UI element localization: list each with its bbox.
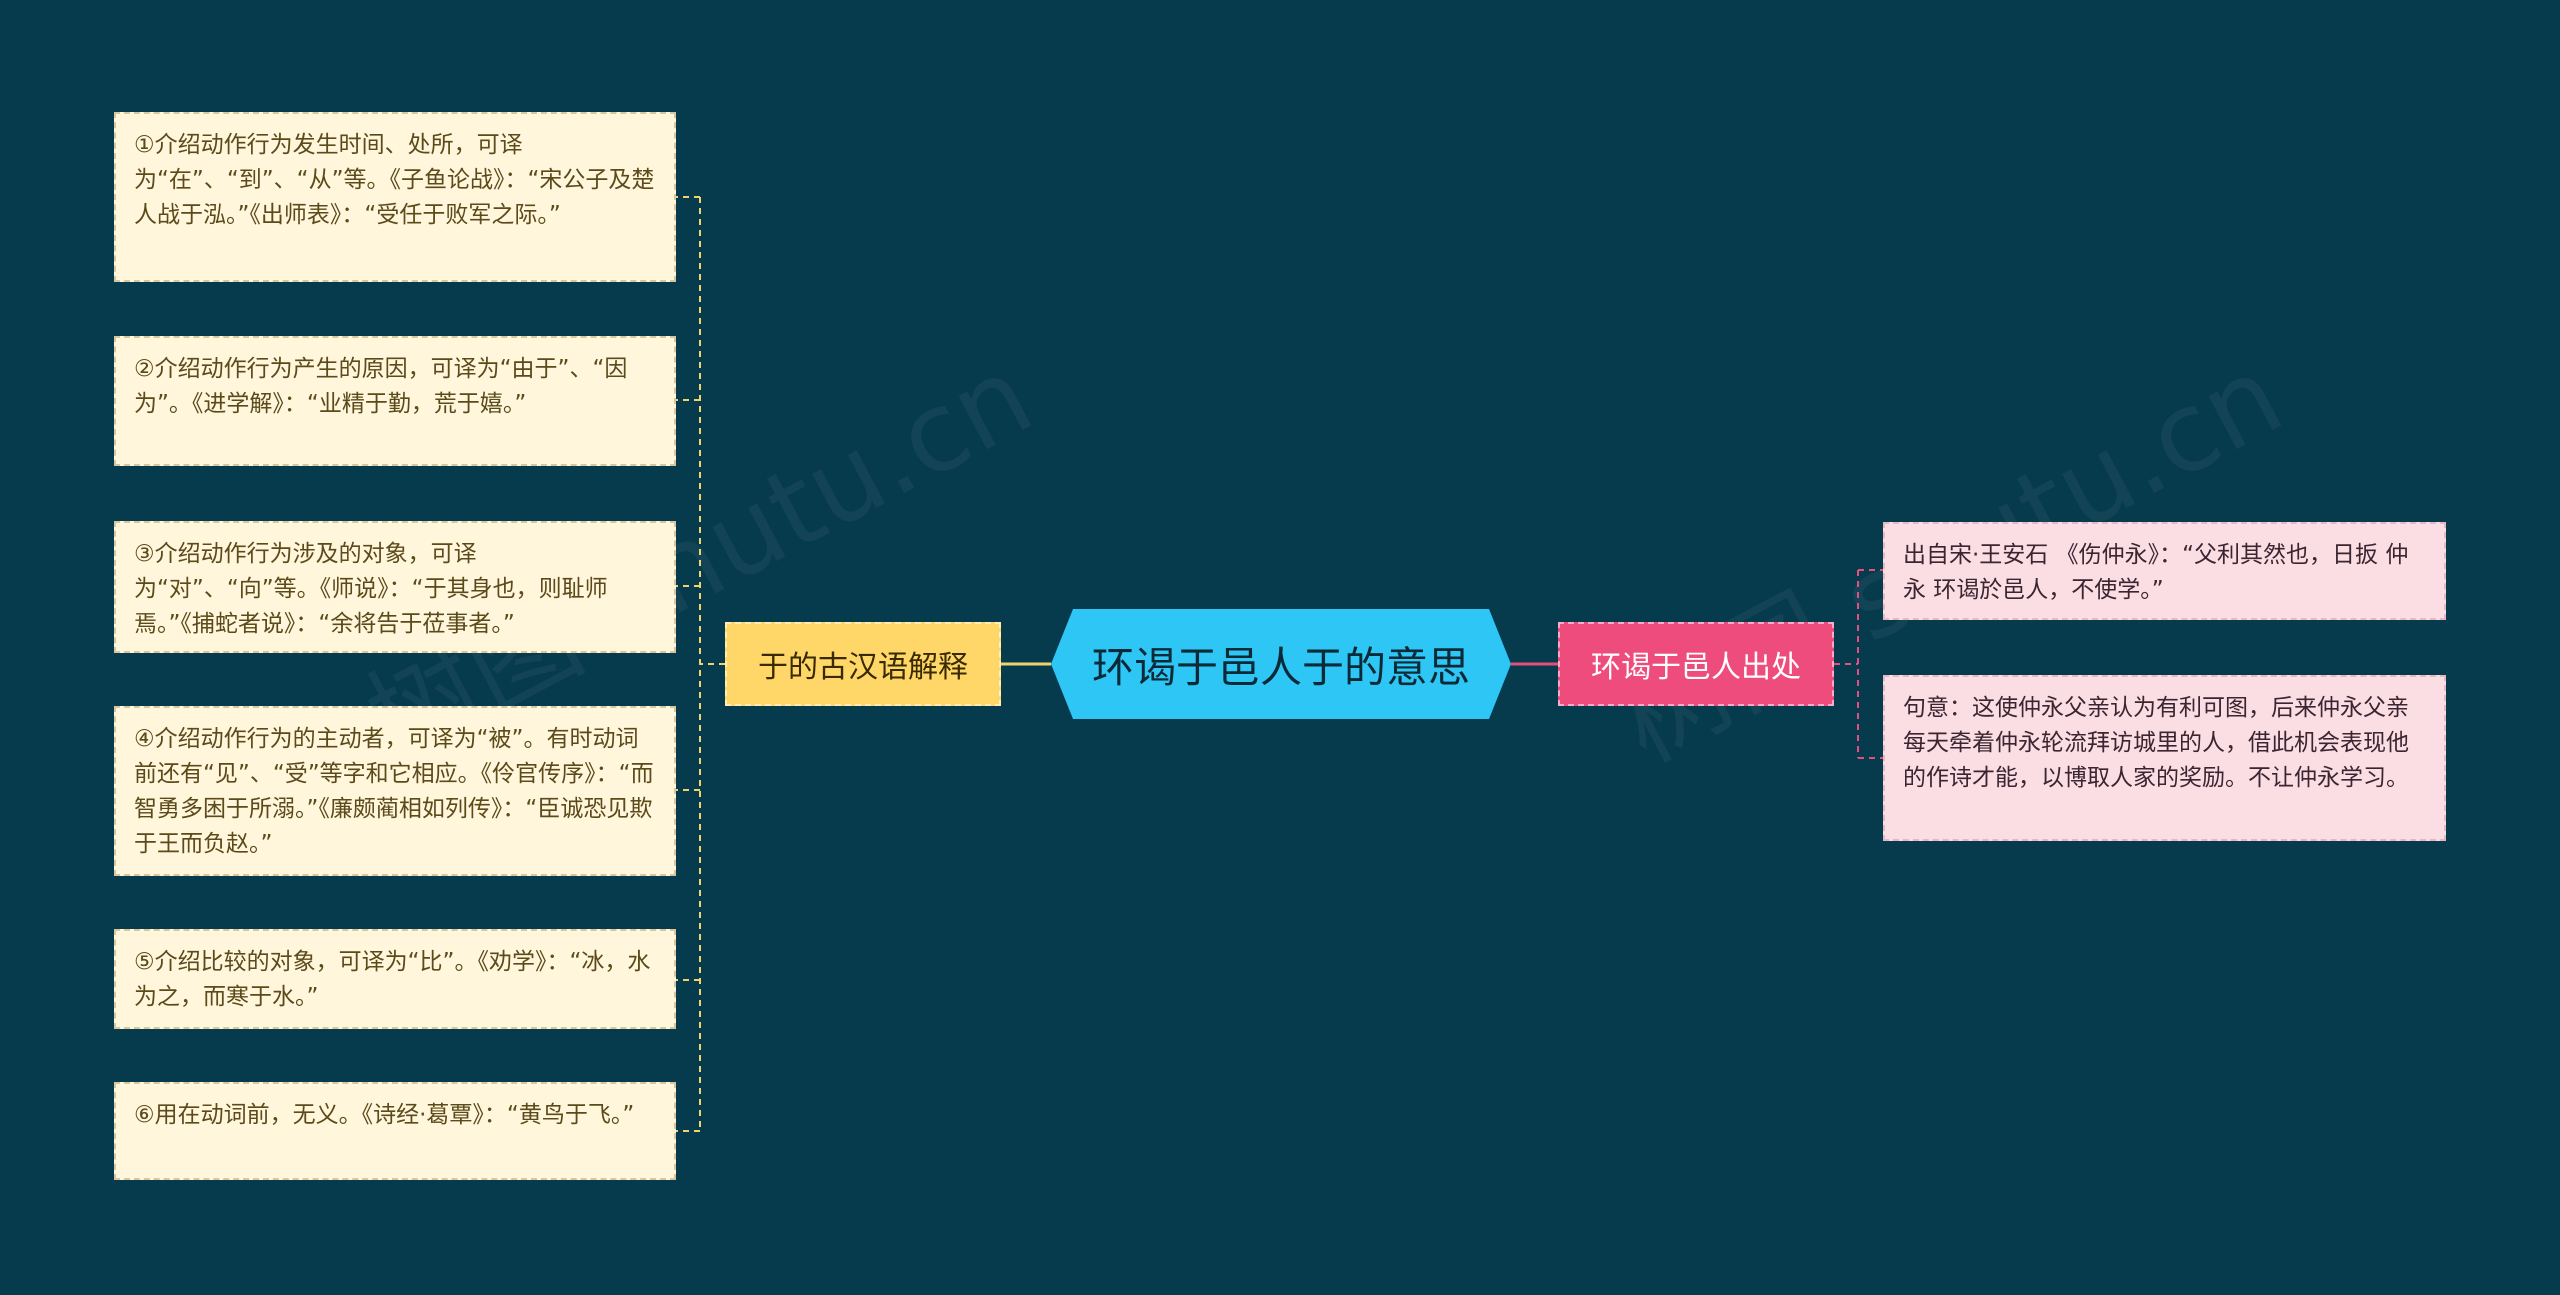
left-leaf-6[interactable]: ⑥用在动词前，无义。《诗经·葛覃》：“黄鸟于飞。” — [114, 1082, 676, 1180]
left-branch-label: 于的古汉语解释 — [758, 650, 968, 685]
left-leaf-3[interactable]: ③介绍动作行为涉及的对象，可译为“对”、“向”等。《师说》：“于其身也，则耻师焉… — [114, 521, 676, 653]
right-branch-label: 环谒于邑人出处 — [1591, 650, 1801, 685]
center-node-label: 环谒于邑人于的意思 — [1091, 642, 1470, 692]
left-leaf-6-text: ⑥用在动词前，无义。《诗经·葛覃》：“黄鸟于飞。” — [134, 1102, 635, 1128]
right-leaf-1-text: 出自宋·王安石 《伤仲永》：“父利其然也，日扳 仲永 环谒於邑人，不使学。” — [1903, 542, 2409, 603]
center-node[interactable]: 环谒于邑人于的意思 — [1051, 609, 1511, 719]
right-leaf-1[interactable]: 出自宋·王安石 《伤仲永》：“父利其然也，日扳 仲永 环谒於邑人，不使学。” — [1883, 522, 2446, 620]
right-leaf-2[interactable]: 句意：这使仲永父亲认为有利可图，后来仲永父亲每天牵着仲永轮流拜访城里的人，借此机… — [1883, 675, 2446, 841]
right-branch-node[interactable]: 环谒于邑人出处 — [1558, 622, 1834, 706]
left-branch-node[interactable]: 于的古汉语解释 — [725, 622, 1001, 706]
left-leaf-5-text: ⑤介绍比较的对象，可译为“比”。《劝学》：“冰，水为之，而寒于水。” — [134, 949, 651, 1010]
left-leaf-3-text: ③介绍动作行为涉及的对象，可译为“对”、“向”等。《师说》：“于其身也，则耻师焉… — [134, 541, 608, 637]
left-leaf-5[interactable]: ⑤介绍比较的对象，可译为“比”。《劝学》：“冰，水为之，而寒于水。” — [114, 929, 676, 1029]
left-leaf-1[interactable]: ①介绍动作行为发生时间、处所，可译为“在”、“到”、“从”等。《子鱼论战》：“宋… — [114, 112, 676, 282]
right-leaf-2-text: 句意：这使仲永父亲认为有利可图，后来仲永父亲每天牵着仲永轮流拜访城里的人，借此机… — [1903, 695, 2409, 791]
left-leaf-2-text: ②介绍动作行为产生的原因，可译为“由于”、“因为”。《进学解》：“业精于勤，荒于… — [134, 356, 628, 417]
left-leaf-1-text: ①介绍动作行为发生时间、处所，可译为“在”、“到”、“从”等。《子鱼论战》：“宋… — [134, 132, 655, 228]
left-leaf-2[interactable]: ②介绍动作行为产生的原因，可译为“由于”、“因为”。《进学解》：“业精于勤，荒于… — [114, 336, 676, 466]
left-leaf-4-text: ④介绍动作行为的主动者，可译为“被”。有时动词前还有“见”、“受”等字和它相应。… — [134, 726, 654, 857]
left-leaf-4[interactable]: ④介绍动作行为的主动者，可译为“被”。有时动词前还有“见”、“受”等字和它相应。… — [114, 706, 676, 876]
